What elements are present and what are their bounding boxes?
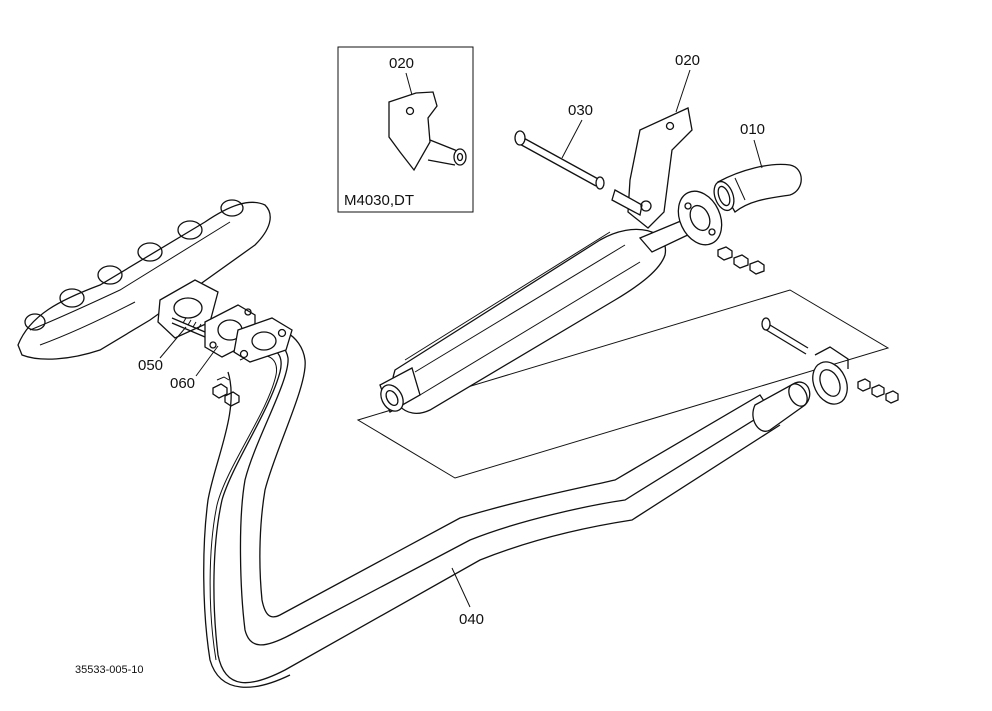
drawing-code: 35533-005-10	[75, 664, 144, 676]
inset-model-label: M4030,DT	[344, 192, 414, 209]
bolt-030	[514, 130, 605, 190]
inset-leader-020	[405, 72, 413, 96]
inset-frame	[337, 46, 474, 213]
callout-040: 040	[459, 611, 484, 628]
callout-060: 060	[170, 375, 195, 392]
callouts: 020 030 010 050 060 040	[138, 52, 765, 628]
bracket-020	[611, 107, 693, 229]
leader-010	[753, 139, 763, 169]
exhaust-manifold	[17, 199, 271, 360]
leader-040	[451, 567, 471, 608]
muffler-flange	[677, 190, 723, 246]
inset-bracket-drawing	[388, 91, 467, 172]
inset-panel: 020 M4030,DT	[337, 46, 474, 213]
exhaust-pipe-040	[203, 317, 811, 688]
inset-callout-020: 020	[389, 55, 414, 72]
manifold-ports	[24, 199, 244, 331]
callout-010: 010	[740, 121, 765, 138]
stud-bolt-050	[171, 317, 206, 338]
callout-030: 030	[568, 102, 593, 119]
leader-060	[195, 345, 219, 377]
callout-050: 050	[138, 357, 163, 374]
leader-050	[159, 326, 187, 359]
pipe-clamp	[761, 317, 899, 405]
nuts-flange	[717, 246, 765, 275]
leader-030	[561, 119, 583, 159]
muffler	[379, 217, 695, 414]
tail-pipe-010	[713, 163, 802, 213]
nuts-lower-left	[212, 376, 240, 407]
clamp-plane	[356, 289, 890, 479]
callout-020: 020	[675, 52, 700, 69]
leader-020	[675, 69, 691, 113]
